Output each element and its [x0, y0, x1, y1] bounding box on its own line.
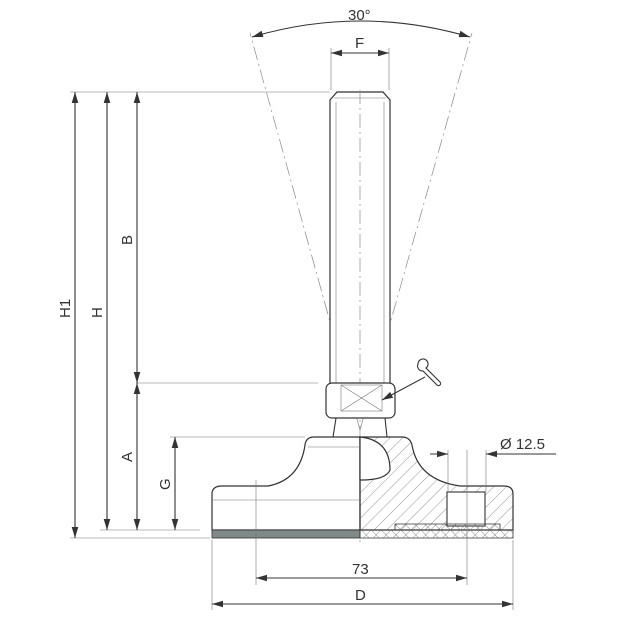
- height-dimensions: H1 H B A G: [57, 91, 330, 539]
- hole-diameter-label: Ø 12.5: [500, 436, 545, 453]
- h-label: H: [89, 307, 106, 318]
- thread-label: F: [355, 35, 364, 52]
- foot-pad: [211, 529, 361, 539]
- hex-nut: [325, 382, 396, 438]
- g-label: G: [157, 478, 174, 490]
- hole-diameter-dimension: Ø 12.5: [430, 436, 556, 492]
- base: [211, 436, 514, 585]
- threaded-stud: [329, 90, 391, 545]
- thread-dimension: F: [330, 35, 390, 90]
- b-label: B: [119, 235, 136, 245]
- h1-label: H1: [57, 299, 74, 318]
- wrench-icon: [381, 358, 442, 401]
- a-label: A: [119, 452, 136, 462]
- width-dimensions: 73 D: [211, 540, 514, 610]
- swivel-angle-lines: 30°: [249, 7, 473, 431]
- angle-label: 30°: [348, 7, 371, 24]
- hole-spacing-label: 73: [352, 561, 369, 578]
- base-diameter-label: D: [355, 587, 366, 604]
